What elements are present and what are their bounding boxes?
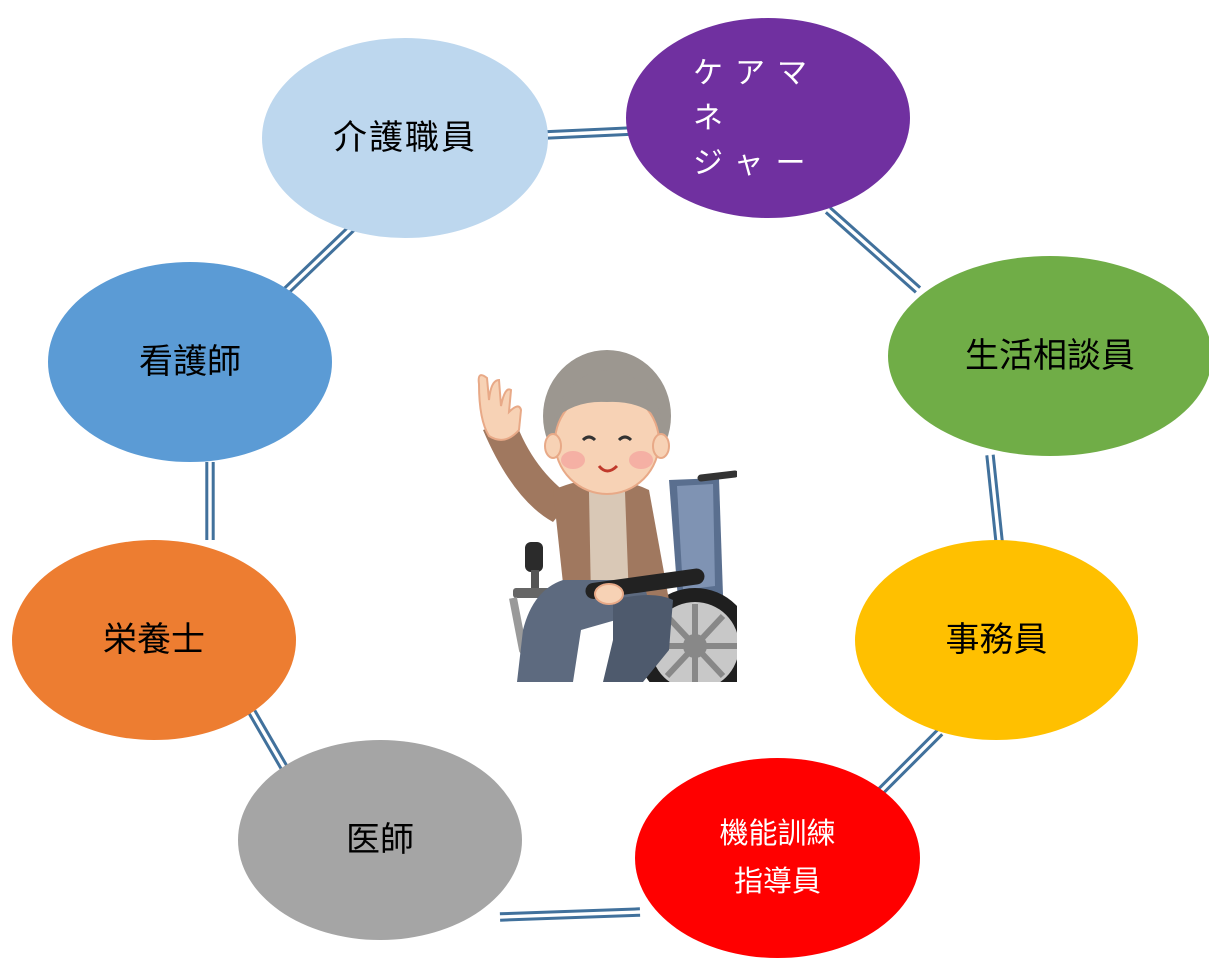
ring-segment-line xyxy=(500,913,641,922)
ring-segment-line xyxy=(985,455,999,551)
role-label-doctor: 医師 xyxy=(346,819,414,860)
ring-segment-line xyxy=(868,728,939,799)
ring-segment-line xyxy=(991,454,1005,550)
ring-segment-line xyxy=(544,126,632,134)
role-label-care-manager: ケアマネ ジャー xyxy=(693,55,819,181)
ring-segment-line xyxy=(824,211,917,294)
ring-segment-line xyxy=(278,221,354,294)
role-label-care-worker: 介護職員 xyxy=(333,117,477,158)
ring-segment-line xyxy=(873,733,944,804)
role-rehab-instructor: 機能訓練 指導員 xyxy=(635,758,920,958)
role-label-nurse: 看護師 xyxy=(139,341,241,382)
role-care-manager: ケアマネ ジャー xyxy=(626,18,910,218)
role-label-life-counselor: 生活相談員 xyxy=(965,335,1135,376)
elderly-person-in-wheelchair-icon xyxy=(477,350,737,682)
role-nurse: 看護師 xyxy=(48,262,332,462)
role-life-counselor: 生活相談員 xyxy=(888,256,1209,456)
role-label-office-clerk: 事務員 xyxy=(945,619,1048,660)
ring-segment-line xyxy=(829,206,922,289)
role-label-dietitian: 栄養士 xyxy=(103,619,205,660)
ring-segment-line xyxy=(283,226,359,299)
role-label-rehab-instructor: 機能訓練 指導員 xyxy=(719,816,836,898)
role-doctor: 医師 xyxy=(238,740,522,940)
role-office-clerk: 事務員 xyxy=(855,540,1138,740)
ring-segment-line xyxy=(499,907,640,916)
ring-segment-line xyxy=(545,132,633,140)
role-care-worker: 介護職員 xyxy=(262,38,548,238)
role-dietitian: 栄養士 xyxy=(12,540,296,740)
